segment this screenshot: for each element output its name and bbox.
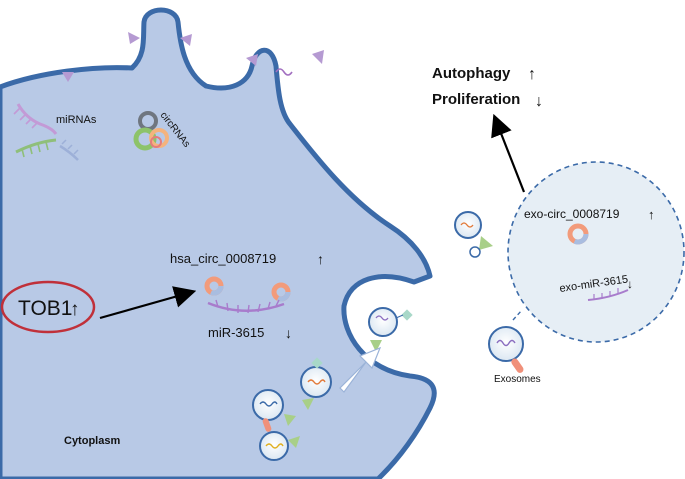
proliferation-arrow-down: ↓ <box>535 93 543 110</box>
mirna-icon-group <box>13 103 79 161</box>
membrane-protein-triangle <box>128 32 140 44</box>
cell-membrane <box>0 7 437 479</box>
exosomes-label: Exosomes <box>494 374 541 385</box>
cytoplasm-label: Cytoplasm <box>64 435 120 447</box>
arrow-tob1-to-circ <box>99 286 197 320</box>
budding-exosome <box>368 307 413 352</box>
mir-3615-label: miR-3615 <box>208 325 264 340</box>
exo-circ-arrow-up: ↑ <box>648 207 655 222</box>
tob1-ellipse <box>0 280 96 334</box>
proliferation-label: Proliferation <box>432 91 520 108</box>
mirnas-label: miRNAs <box>56 114 97 126</box>
tob1-arrow-up: ↑ <box>70 299 80 320</box>
membrane-protein-triangle <box>246 54 258 66</box>
exo-circrna-icon <box>567 223 589 245</box>
vesicle <box>300 357 332 398</box>
exo-mirna-icon <box>587 288 629 301</box>
arrow-to-outcomes <box>491 113 526 193</box>
exosome-icon <box>488 326 524 373</box>
extracellular-exosome <box>454 211 493 258</box>
secretion-arrow <box>339 346 382 393</box>
vesicle <box>259 431 300 461</box>
tob1-label: TOB1 <box>18 297 72 320</box>
small-triangle <box>302 398 314 410</box>
membrane-protein-triangle <box>180 34 192 46</box>
membrane-protein-triangle <box>62 72 74 82</box>
hsa-circ-arrow-up: ↑ <box>317 251 324 267</box>
exosome-zoom-panel <box>507 161 685 343</box>
circrna-icon-group <box>133 111 169 151</box>
exo-mir-arrow-down: ↓ <box>627 277 633 291</box>
membrane-protein-triangle <box>312 50 324 64</box>
vesicle <box>252 389 296 432</box>
circrna-sponge <box>204 276 291 314</box>
hsa-circ-label: hsa_circ_0008719 <box>170 251 276 266</box>
exo-circ-label: exo-circ_0008719 <box>524 207 620 221</box>
zoom-connector <box>512 309 523 321</box>
mir-3615-arrow-down: ↓ <box>285 325 292 341</box>
autophagy-label: Autophagy <box>432 65 511 82</box>
rna-squiggle <box>275 68 293 76</box>
autophagy-arrow-up: ↑ <box>528 66 536 83</box>
